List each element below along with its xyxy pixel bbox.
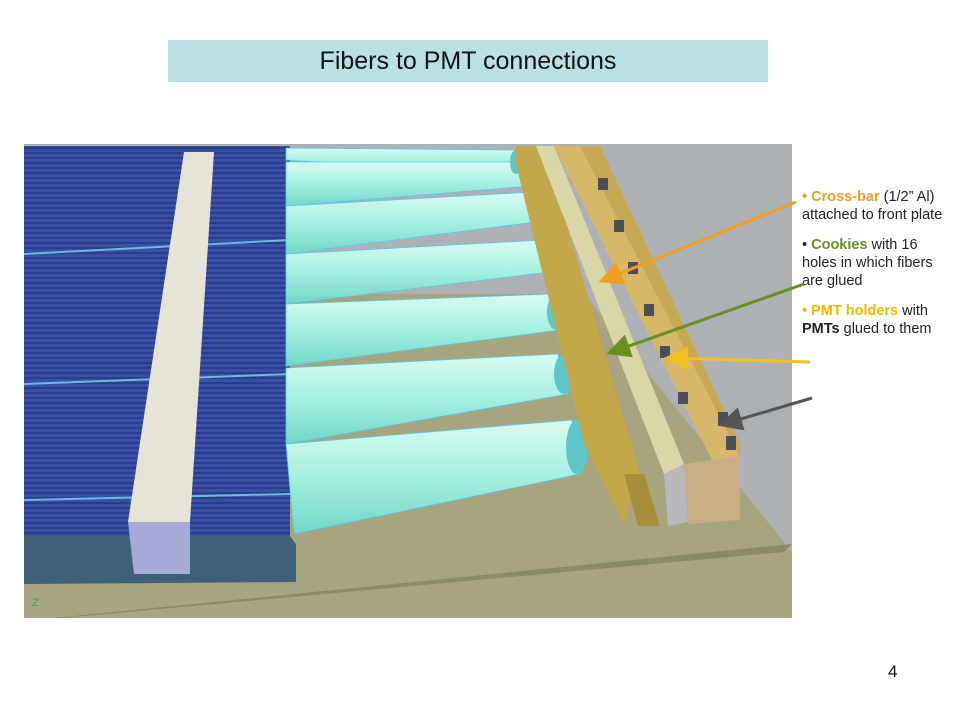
annotation-text: with <box>898 303 928 319</box>
center-bar <box>128 152 214 522</box>
annotation-key: Cross-bar <box>811 189 880 205</box>
annotation-pmt: • PMT holders with PMTs glued to them <box>802 302 954 338</box>
cad-render-image: Z <box>24 144 792 618</box>
annotation-text: glued to them <box>839 321 932 337</box>
slide-title-box: Fibers to PMT connections <box>168 40 768 82</box>
annotation-list: • Cross-bar (1/2” Al) attached to front … <box>802 188 954 350</box>
annotation-text: (1/2” Al) attached to front plate <box>802 189 943 223</box>
annotation-key: PMTs <box>802 321 840 337</box>
page-number: 4 <box>888 662 898 681</box>
cross-bar <box>536 146 684 474</box>
annotation-key: Cookies <box>811 237 868 253</box>
fiber-bundles <box>285 147 588 535</box>
bullet: • <box>802 189 808 205</box>
bullet: • <box>802 303 808 319</box>
annotation-crossbar: • Cross-bar (1/2” Al) attached to front … <box>802 188 954 224</box>
bullet: • <box>802 237 808 253</box>
annotation-text: with 16 holes in which fibers are glued <box>802 237 933 289</box>
annotation-key: PMT holders <box>811 303 899 319</box>
slide-title: Fibers to PMT connections <box>319 46 617 75</box>
axis-label: Z <box>32 597 39 609</box>
cookies-column <box>516 146 640 524</box>
annotation-cookies: • Cookies with 16 holes in which fibers … <box>802 236 954 290</box>
